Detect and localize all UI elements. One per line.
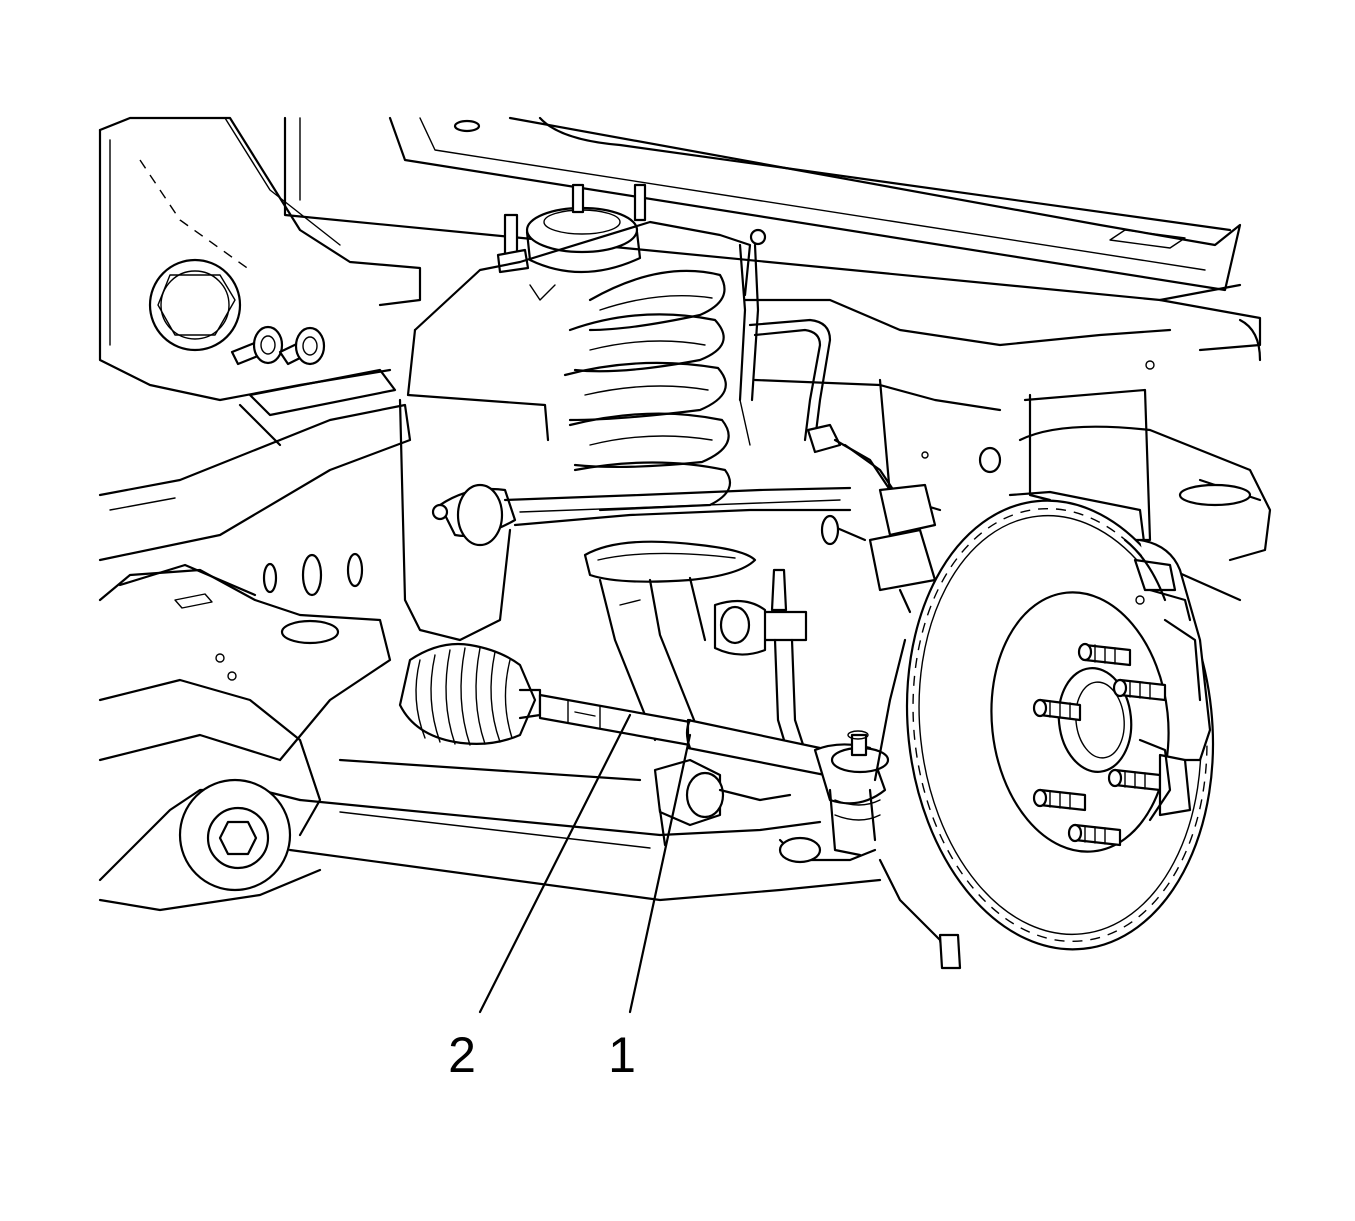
coil-spring-strut bbox=[398, 183, 757, 742]
wheel-studs bbox=[1032, 642, 1167, 847]
steering-gear-boot bbox=[398, 642, 542, 746]
mount-studs bbox=[230, 325, 326, 366]
callout-1: 1 bbox=[608, 1027, 636, 1083]
stabilizer-link bbox=[713, 568, 810, 762]
brake-rotor bbox=[905, 499, 1215, 951]
brake-line-and-wiring bbox=[738, 228, 937, 614]
lower-ball-joint bbox=[653, 758, 792, 847]
frame-rail-upper bbox=[98, 116, 422, 447]
leader-line-1 bbox=[628, 733, 692, 1014]
callout-2: 2 bbox=[448, 1027, 476, 1083]
leader-line-2 bbox=[478, 713, 632, 1014]
brake-caliper bbox=[1008, 490, 1212, 822]
outer-tie-rod-end bbox=[778, 638, 962, 970]
lower-control-arm-bushing bbox=[98, 758, 882, 912]
inner-tie-rod bbox=[538, 693, 692, 747]
tie-rod-adjuster-sleeve bbox=[685, 718, 827, 777]
body-floor-panel bbox=[283, 116, 1262, 352]
upper-control-arm bbox=[431, 483, 852, 547]
front-crossmember bbox=[98, 403, 412, 837]
